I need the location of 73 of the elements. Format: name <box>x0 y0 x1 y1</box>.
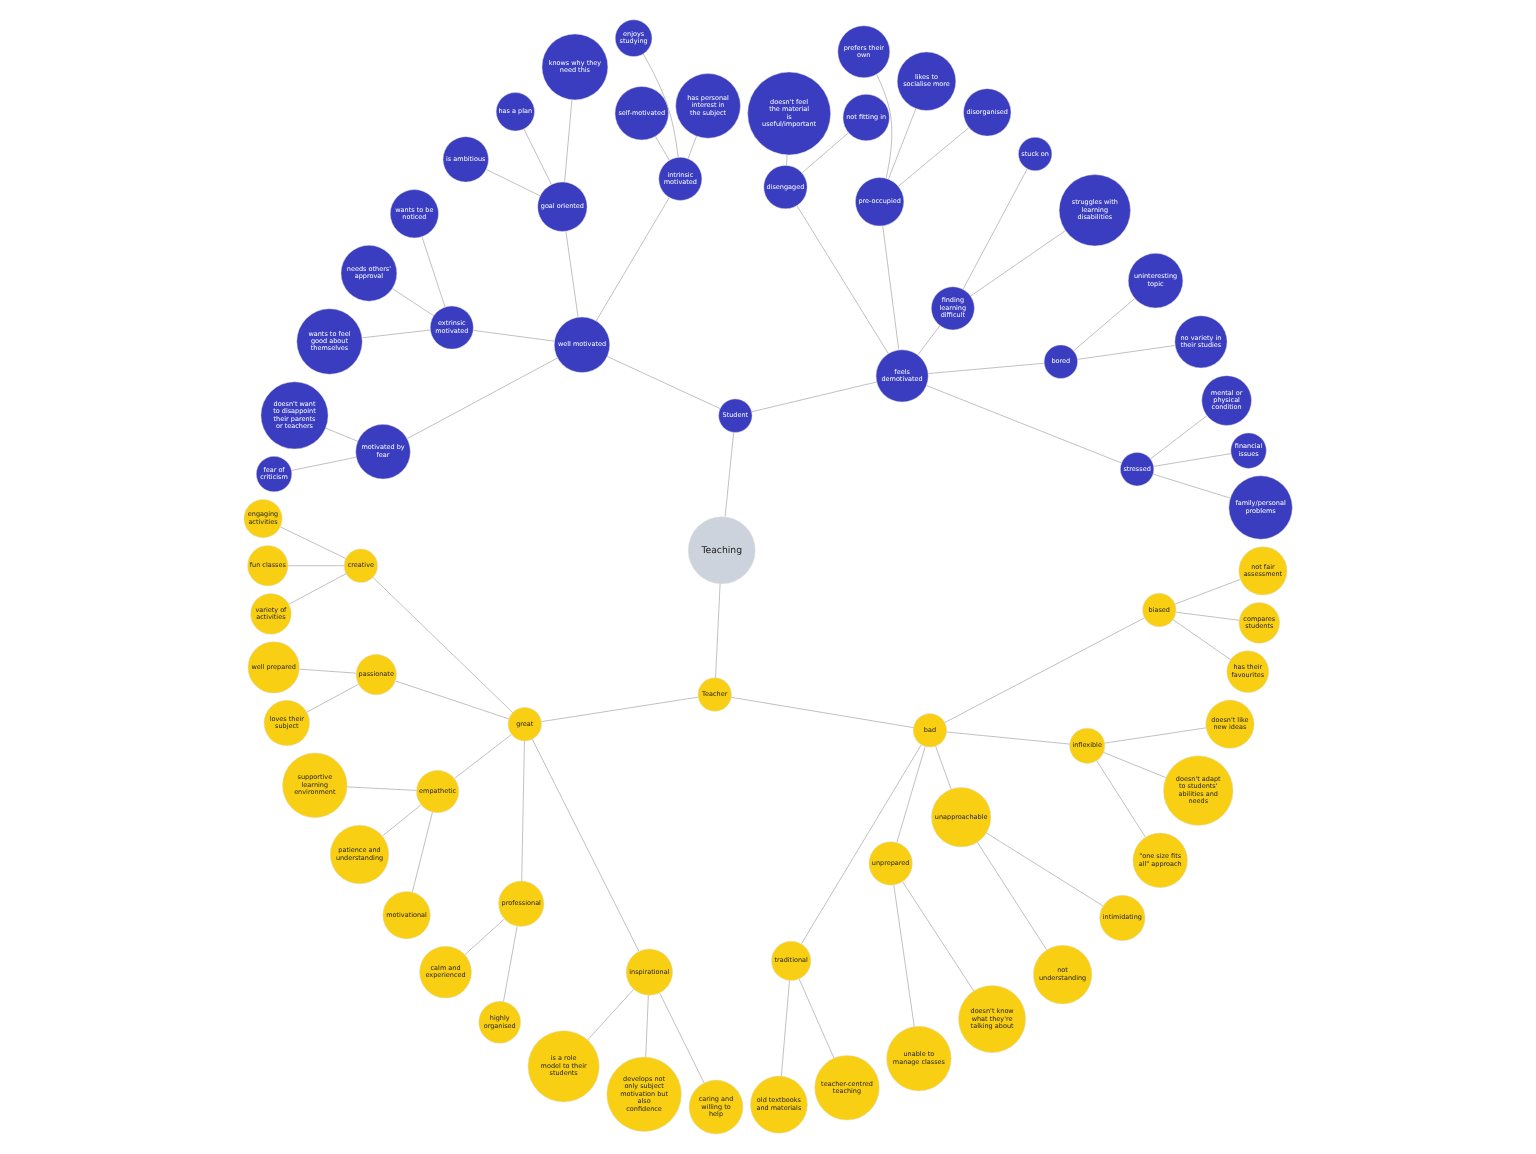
connector <box>724 432 734 517</box>
connector <box>1153 453 1232 467</box>
connector <box>715 583 721 679</box>
connector <box>565 231 579 318</box>
connector <box>412 811 433 893</box>
connector <box>962 168 1028 290</box>
connector <box>946 731 1071 745</box>
connector <box>1077 345 1176 360</box>
connector <box>523 128 552 185</box>
connector <box>473 330 555 342</box>
connector <box>798 978 835 1059</box>
connector <box>926 385 1122 464</box>
connector <box>503 925 518 1002</box>
connector <box>1103 752 1167 778</box>
connector <box>896 746 926 843</box>
connector <box>944 617 1145 723</box>
connector <box>1175 611 1240 621</box>
connector <box>564 99 573 183</box>
connector <box>898 127 970 187</box>
connector <box>606 356 721 409</box>
connector <box>876 73 893 179</box>
connector <box>395 680 510 720</box>
connector <box>642 53 679 158</box>
connector <box>1174 579 1241 605</box>
connector <box>970 230 1066 297</box>
connector <box>532 738 640 952</box>
connector <box>927 362 1045 374</box>
connector <box>1172 619 1231 660</box>
connector <box>659 992 705 1084</box>
connector <box>288 573 347 605</box>
connector <box>751 381 877 413</box>
connector <box>291 456 357 471</box>
connector <box>521 740 525 882</box>
connector <box>406 357 558 439</box>
connector <box>902 881 975 992</box>
connector <box>392 288 435 317</box>
connector <box>730 696 914 728</box>
connector <box>655 136 670 161</box>
connector <box>786 154 788 166</box>
connector <box>796 205 889 354</box>
connector <box>421 236 446 308</box>
connector <box>801 132 849 174</box>
connector <box>325 427 359 442</box>
connector <box>587 989 634 1041</box>
connector <box>780 980 790 1077</box>
connector <box>1096 760 1146 838</box>
connector <box>976 841 1047 950</box>
connector <box>372 577 514 713</box>
connector <box>645 995 649 1058</box>
connector <box>687 135 697 159</box>
connector <box>280 526 346 559</box>
connector <box>454 734 512 779</box>
connector <box>287 565 345 567</box>
connector <box>1152 473 1231 499</box>
connector <box>882 225 900 350</box>
connector <box>1073 298 1136 352</box>
connector <box>382 804 422 837</box>
connector <box>346 786 417 791</box>
connector <box>486 169 541 197</box>
connector <box>935 745 952 790</box>
connector <box>893 884 915 1027</box>
connector <box>1104 727 1207 744</box>
connector <box>801 744 922 945</box>
connector <box>595 197 670 322</box>
connector <box>306 684 359 713</box>
connector <box>299 668 357 674</box>
connector <box>986 832 1104 907</box>
connector <box>540 696 699 722</box>
connector <box>917 325 941 355</box>
connector <box>888 108 917 180</box>
connector <box>1150 415 1207 460</box>
connector <box>362 329 431 339</box>
connector <box>464 918 505 956</box>
